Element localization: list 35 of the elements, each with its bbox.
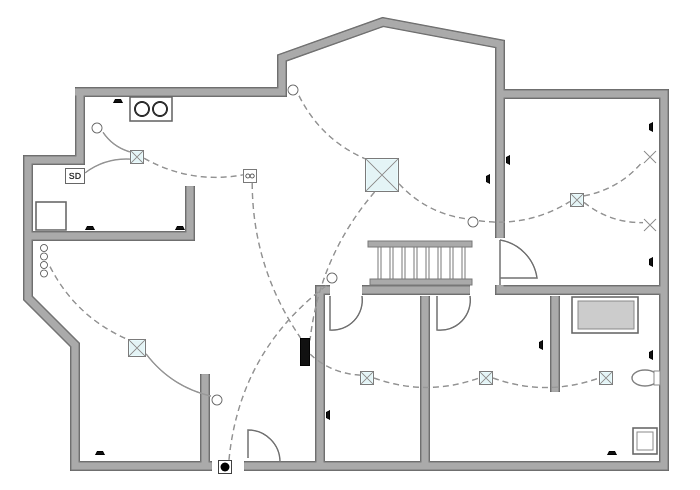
wire	[102, 132, 130, 153]
doorbell	[218, 460, 232, 474]
wire	[310, 354, 360, 376]
wall-lamp	[467, 216, 479, 228]
wire	[584, 160, 644, 197]
electrical-panel	[300, 338, 310, 366]
wall-lamp	[91, 122, 103, 134]
wall-lamp	[326, 272, 338, 284]
wall-lamp	[287, 84, 299, 96]
ceiling-light-box	[599, 371, 613, 385]
ceiling-light-box	[128, 339, 146, 357]
wire	[398, 183, 468, 220]
ceiling-light-box	[365, 158, 399, 192]
wire	[84, 158, 130, 174]
outlet-box	[243, 169, 257, 183]
wire	[309, 192, 376, 341]
wire	[298, 95, 366, 160]
ceiling-light-box	[479, 371, 493, 385]
ceiling-light-box	[570, 193, 584, 207]
wire	[478, 200, 570, 223]
wire	[228, 283, 330, 460]
wire	[374, 377, 480, 388]
wire	[145, 353, 212, 397]
wire	[251, 182, 302, 338]
ceiling-light-cross	[643, 218, 657, 232]
smoke-detector-box: SD	[65, 168, 85, 184]
wire	[492, 377, 600, 388]
ceiling-light-box	[130, 150, 144, 164]
wire	[584, 202, 644, 224]
wire	[144, 158, 244, 178]
wall-lamp	[211, 394, 223, 406]
ceiling-light-box	[360, 371, 374, 385]
ceiling-light-cross	[643, 150, 657, 164]
wire	[49, 266, 128, 340]
wall-lamp-cluster	[38, 244, 50, 278]
